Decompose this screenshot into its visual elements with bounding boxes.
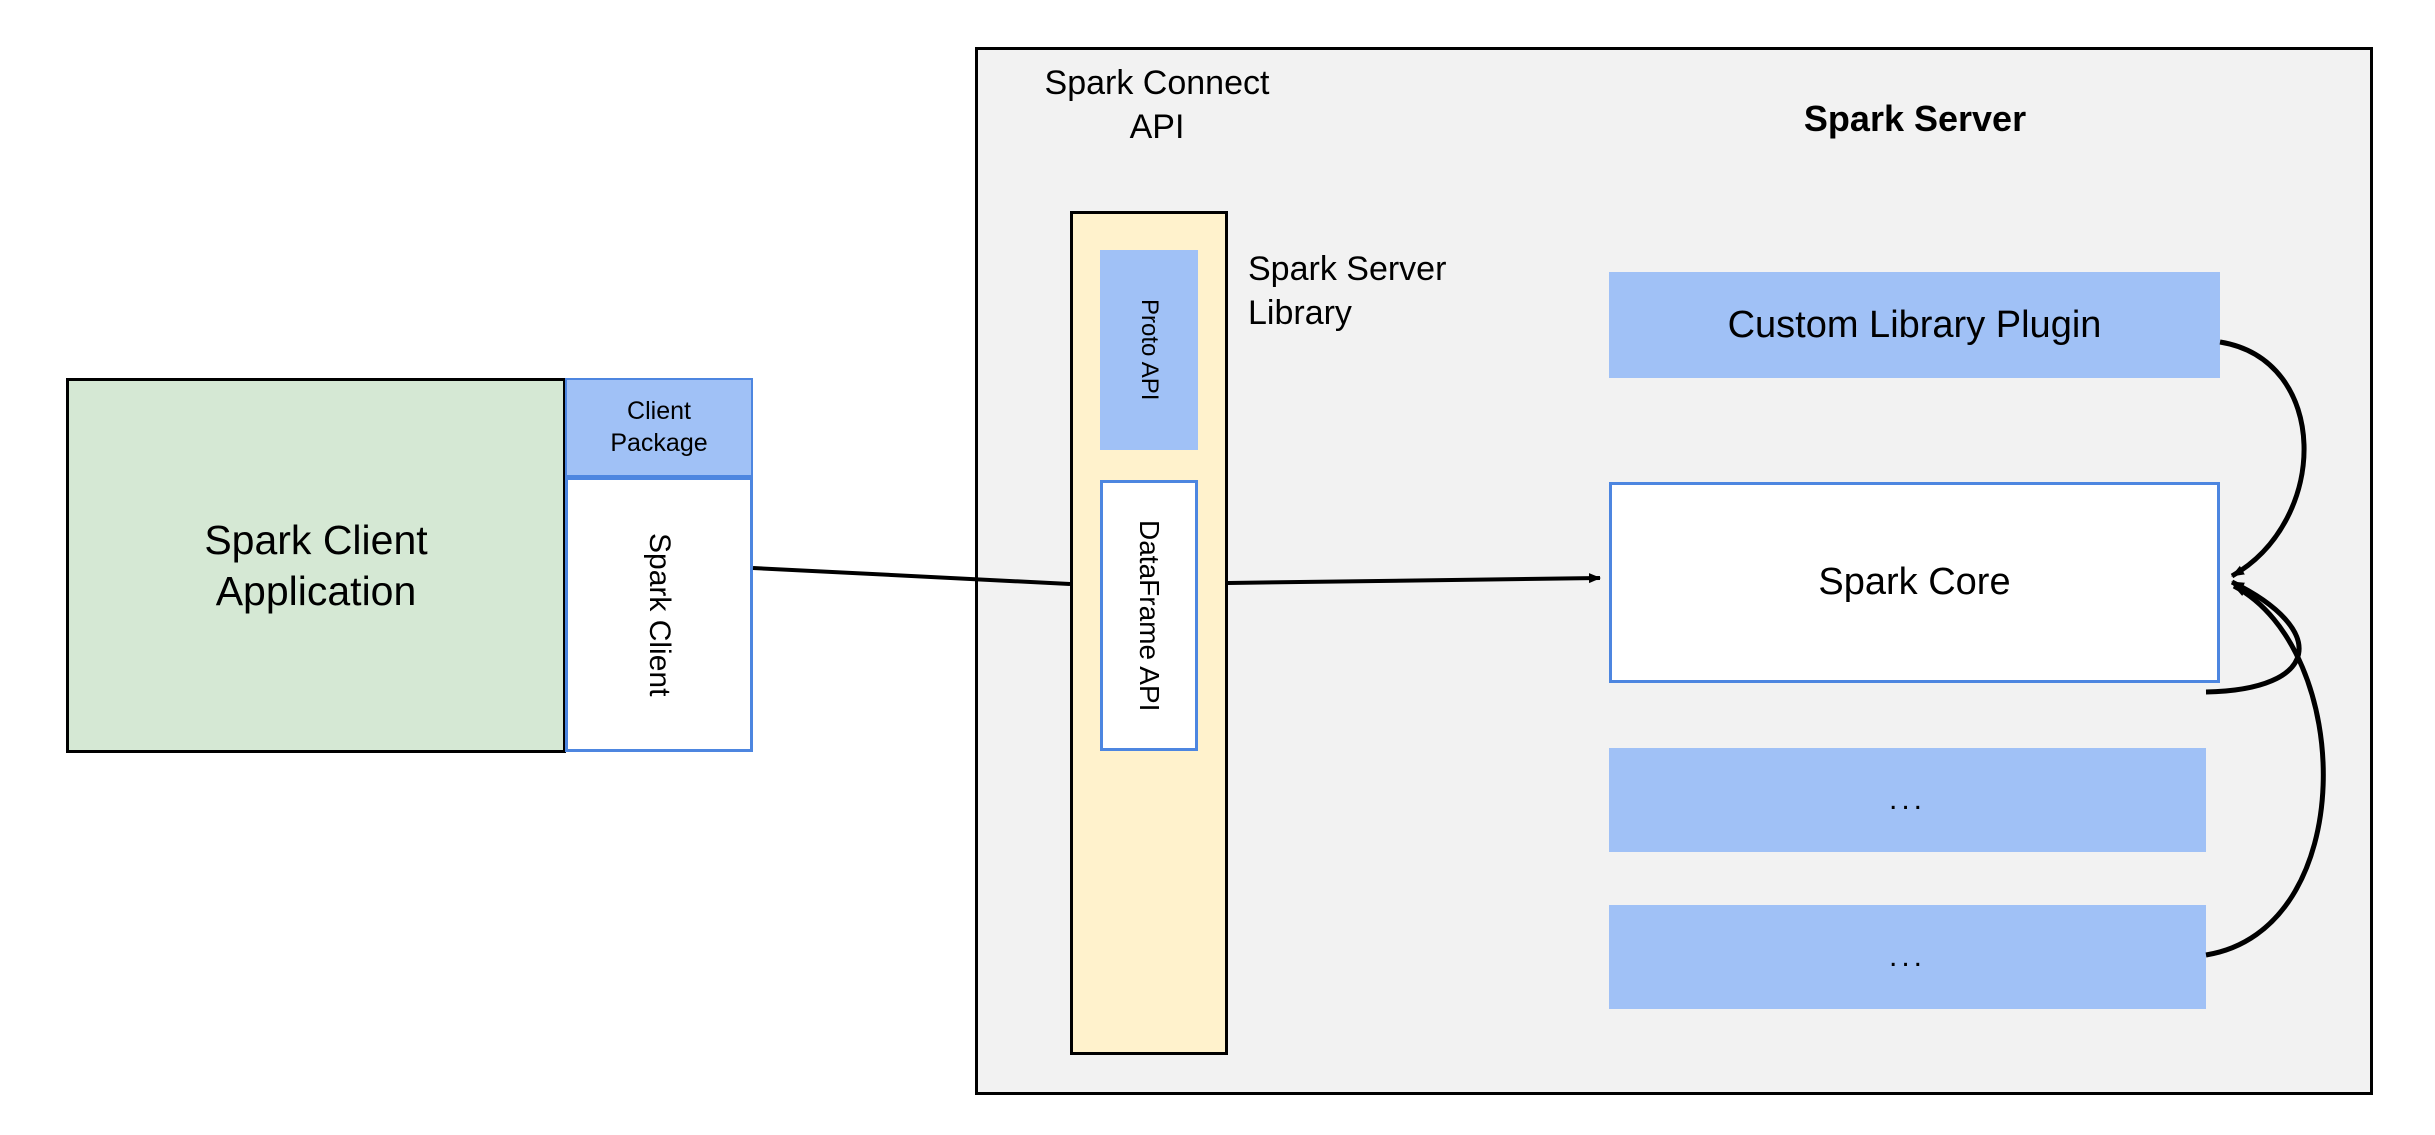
spark-core-box[interactable]: Spark Core (1609, 482, 2220, 683)
server-component-ellipsis-1[interactable]: ... (1609, 748, 2206, 852)
spark-client-label: Spark Client (643, 532, 676, 697)
dataframe-api-box[interactable]: DataFrame API (1100, 480, 1198, 751)
proto-api-box[interactable]: Proto API (1100, 250, 1198, 450)
dataframe-api-label: DataFrame API (1134, 519, 1165, 712)
server-component-ellipsis-2[interactable]: ... (1609, 905, 2206, 1009)
spark-client-box[interactable]: Spark Client (565, 477, 753, 752)
proto-api-label: Proto API (1136, 299, 1163, 401)
custom-library-plugin-box[interactable]: Custom Library Plugin (1609, 272, 2220, 378)
spark-server-title: Spark Server (1803, 98, 2027, 139)
